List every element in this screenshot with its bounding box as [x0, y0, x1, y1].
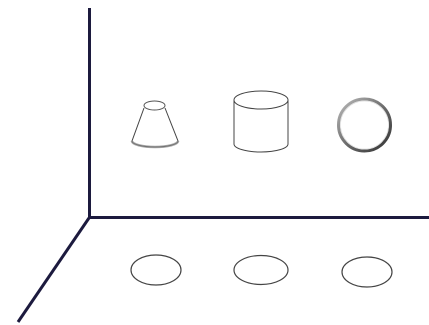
sphere	[337, 97, 392, 153]
cylinder	[233, 90, 289, 153]
top-view-group	[130, 254, 393, 288]
projection-axes	[16, 8, 429, 323]
cone-top-ellipse	[130, 254, 182, 286]
cylinder-top-ellipse	[233, 254, 289, 286]
front-view-group	[130, 90, 392, 153]
truncated-cone	[130, 100, 180, 149]
sphere-top-ellipse	[341, 256, 393, 288]
depth-axis	[16, 217, 91, 323]
